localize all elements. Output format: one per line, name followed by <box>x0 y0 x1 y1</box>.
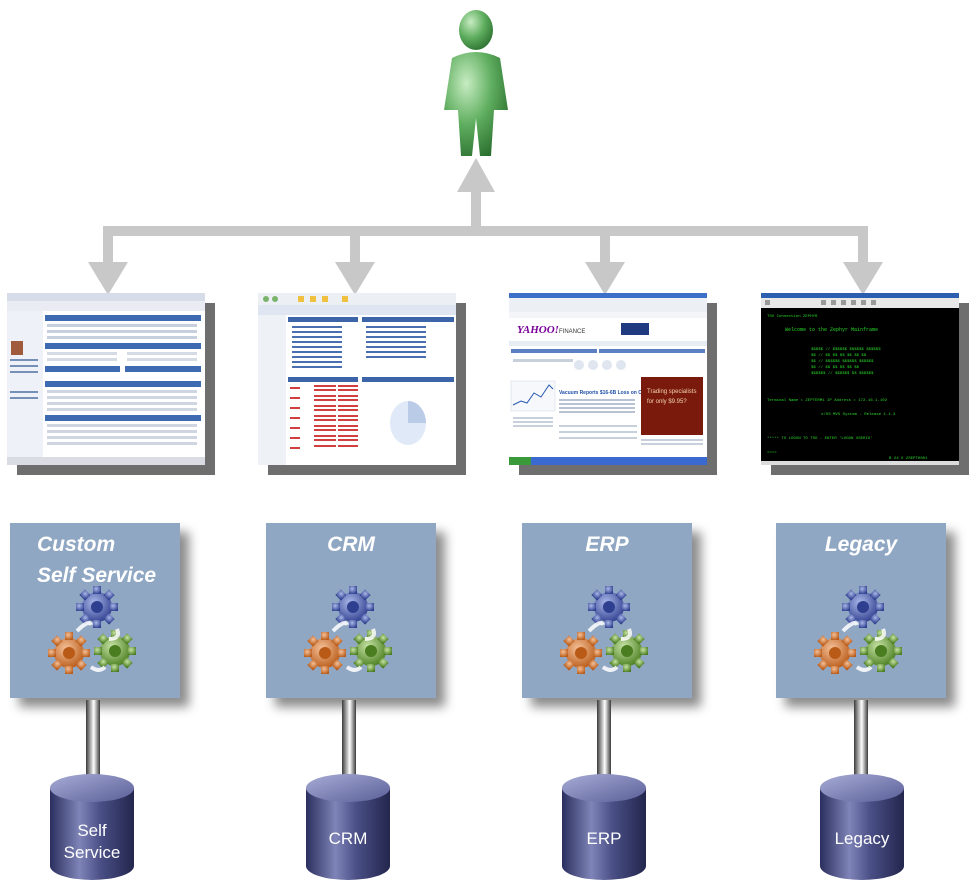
thumbnail-custom-self-service <box>7 293 205 465</box>
svg-text:FINANCE: FINANCE <box>559 329 585 335</box>
system-box-erp: ERP <box>522 523 692 698</box>
arrow-up-to-user <box>457 158 495 192</box>
legacy-prompt: ***** TO LOGON TO TSO - ENTER 'LOGON USE… <box>767 436 873 441</box>
box-title: CRM <box>266 529 436 560</box>
box-title-line-1: CRM <box>327 533 375 556</box>
box-title-line-1: ERP <box>585 533 629 556</box>
db-label-line-2: Service <box>63 843 121 862</box>
svg-text:===>: ===> <box>767 450 777 455</box>
box-title-line-2: Self Service <box>37 564 157 587</box>
database-label: CRM <box>306 828 390 850</box>
db-label-line-1: Legacy <box>834 829 890 848</box>
connector-pipe-2 <box>342 700 356 784</box>
drop-line-4 <box>858 226 868 266</box>
svg-text:for only $9.95?: for only $9.95? <box>647 399 687 405</box>
svg-text:z/OS MVS System - Release 1.1.: z/OS MVS System - Release 1.1.3 <box>821 412 896 417</box>
database-label: Self Service <box>50 820 134 864</box>
database-label: Legacy <box>820 828 904 850</box>
svg-text:$$ // $$$$$$ $$$$$$ $$$$$$: $$ // $$$$$$ $$$$$$ $$$$$$ <box>811 359 874 364</box>
gears-icon <box>814 586 902 674</box>
database-icon-legacy: Legacy <box>820 774 904 880</box>
db-label-line-1: ERP <box>586 829 622 848</box>
svg-text:$$ // $$ $$ $$ $$ $$ $$: $$ // $$ $$ $$ $$ $$ $$ <box>811 353 867 358</box>
arrow-down-2 <box>335 262 375 295</box>
box-title: ERP <box>522 529 692 560</box>
thumbnail-legacy: TSO Connection ZEPHYR Welcome to the Zep… <box>761 293 959 465</box>
svg-text:TSO Connection ZEPHYR: TSO Connection ZEPHYR <box>767 314 818 319</box>
database-label: ERP <box>562 828 646 850</box>
svg-text:Trading specialists: Trading specialists <box>647 389 696 395</box>
svg-text:B 24 X 2SEPT0001: B 24 X 2SEPT0001 <box>889 457 928 461</box>
arrow-down-3 <box>585 262 625 295</box>
arrow-down-4 <box>843 262 883 295</box>
svg-text:$$$$$$ // $$$$$$ $$ $$$$$: $$$$$$ // $$$$$$ $$ $$$$$$ <box>811 371 874 376</box>
box-title: Custom Self Service <box>10 529 180 591</box>
db-label-line-1: Self <box>77 821 107 840</box>
thumbnail-crm <box>258 293 456 465</box>
connector-pipe-1 <box>86 700 100 784</box>
arrow-down-1 <box>88 262 128 295</box>
gears-icon <box>304 586 392 674</box>
erp-headline: Vacuum Reports $16-6B Loss on Charges <box>559 390 658 396</box>
connector-pipe-3 <box>597 700 611 784</box>
box-title-line-1: Legacy <box>824 533 898 556</box>
svg-text:YAHOO!: YAHOO! <box>517 324 559 336</box>
user-icon <box>436 6 516 158</box>
trunk-line <box>471 188 481 234</box>
connector-pipe-4 <box>854 700 868 784</box>
svg-text:Terminal Name = ZEPTERM1: Terminal Name = ZEPTERM1 IP Address = 17… <box>767 398 888 403</box>
drop-line-2 <box>350 226 360 266</box>
drop-line-3 <box>600 226 610 266</box>
db-label-line-1: CRM <box>328 829 368 848</box>
system-box-custom-self-service: Custom Self Service <box>10 523 180 698</box>
gears-icon <box>48 586 136 674</box>
system-box-legacy: Legacy <box>776 523 946 698</box>
drop-line-1 <box>103 226 113 266</box>
database-icon-self-service: Self Service <box>50 774 134 880</box>
box-title: Legacy <box>776 529 946 560</box>
svg-text:$$ // $$ $$ $$ $$ $$: $$ // $$ $$ $$ $$ $$ <box>811 365 860 370</box>
legacy-banner: Welcome to the Zephyr Mainframe <box>785 327 878 333</box>
svg-text:$$$$$ // $$$$$$ $$$$$$ $$$: $$$$$ // $$$$$$ $$$$$$ $$$$$$ <box>811 347 881 352</box>
thumbnail-erp: YAHOO! FINANCE Vacuum Reports $16-6B Los… <box>509 293 707 465</box>
box-title-line-1: Custom <box>37 533 116 556</box>
gears-icon <box>560 586 648 674</box>
bus-line <box>108 226 868 236</box>
system-box-crm: CRM <box>266 523 436 698</box>
database-icon-erp: ERP <box>562 774 646 880</box>
database-icon-crm: CRM <box>306 774 390 880</box>
